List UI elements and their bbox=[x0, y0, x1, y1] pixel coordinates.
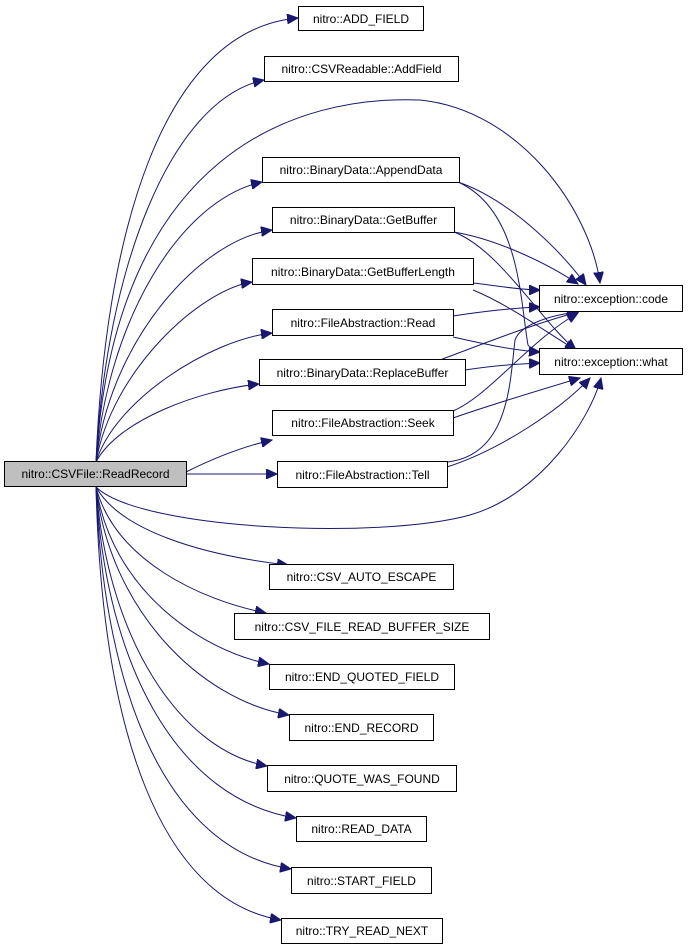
node-quote-was-found[interactable]: nitro::QUOTE_WAS_FOUND bbox=[267, 765, 457, 792]
edge-replacebuffer-to-what bbox=[464, 363, 540, 371]
node-fileabstraction-read[interactable]: nitro::FileAbstraction::Read bbox=[272, 309, 454, 336]
node-read-data[interactable]: nitro::READ_DATA bbox=[296, 816, 427, 842]
edge-read-to-code bbox=[452, 307, 540, 317]
edge-root-to-add-field bbox=[95, 18, 298, 463]
node-fileabstraction-tell[interactable]: nitro::FileAbstraction::Tell bbox=[277, 461, 448, 488]
edge-tell-to-code bbox=[446, 312, 578, 463]
node-binarydata-getbuffer[interactable]: nitro::BinaryData::GetBuffer bbox=[272, 207, 455, 233]
node-csv-auto-escape[interactable]: nitro::CSV_AUTO_ESCAPE bbox=[269, 564, 454, 590]
edge-getbufferlength-to-what bbox=[472, 289, 576, 350]
edge-root-to-fileabstraction-read bbox=[95, 333, 272, 463]
edge-root-to-exception-what-bottom bbox=[95, 378, 601, 529]
edge-appenddata-to-code bbox=[457, 181, 586, 285]
edge-root-to-exception-code-top bbox=[95, 99, 600, 463]
edge-root-to-read-data bbox=[95, 486, 296, 818]
node-csv-file-read-buffer-size[interactable]: nitro::CSV_FILE_READ_BUFFER_SIZE bbox=[234, 613, 490, 640]
node-binarydata-appenddata[interactable]: nitro::BinaryData::AppendData bbox=[262, 157, 460, 183]
node-exception-what[interactable]: nitro::exception::what bbox=[539, 348, 683, 375]
edge-root-to-csv-auto-escape bbox=[95, 486, 288, 565]
edge-root-to-start-field bbox=[95, 486, 291, 869]
node-end-quoted-field[interactable]: nitro::END_QUOTED_FIELD bbox=[269, 664, 455, 690]
edge-read-to-what bbox=[452, 336, 540, 352]
node-add-field[interactable]: nitro::ADD_FIELD bbox=[298, 6, 424, 31]
edge-root-to-replacebuffer bbox=[95, 384, 259, 463]
root-node: nitro::CSVFile::ReadRecord bbox=[4, 461, 187, 487]
edge-getbuffer-to-code bbox=[453, 231, 578, 284]
edge-root-to-fileabstraction-seek bbox=[185, 440, 272, 473]
node-binarydata-getbufferlength[interactable]: nitro::BinaryData::GetBufferLength bbox=[252, 258, 474, 285]
node-exception-code[interactable]: nitro::exception::code bbox=[539, 285, 683, 312]
edge-root-to-end-record bbox=[95, 486, 289, 715]
edge-tell-to-what bbox=[446, 378, 590, 468]
edge-root-to-csv-file-read-buffer-size bbox=[95, 486, 266, 613]
node-binarydata-replacebuffer[interactable]: nitro::BinaryData::ReplaceBuffer bbox=[259, 359, 466, 386]
edge-root-to-end-quoted-field bbox=[95, 486, 269, 664]
edge-root-to-try-read-next bbox=[95, 486, 281, 920]
node-try-read-next[interactable]: nitro::TRY_READ_NEXT bbox=[281, 918, 443, 944]
edge-root-to-appenddata bbox=[95, 182, 262, 463]
edge-root-to-getbufferlength bbox=[95, 282, 252, 463]
node-end-record[interactable]: nitro::END_RECORD bbox=[289, 714, 434, 741]
edge-appenddata-to-what bbox=[457, 181, 576, 356]
edge-root-to-csvreadable-addfield bbox=[95, 80, 264, 463]
edge-replacebuffer-to-code bbox=[439, 312, 578, 361]
node-fileabstraction-seek[interactable]: nitro::FileAbstraction::Seek bbox=[272, 410, 454, 436]
edge-seek-to-code bbox=[452, 313, 578, 412]
edge-root-to-quote-was-found bbox=[95, 486, 267, 766]
node-csvreadable-addfield[interactable]: nitro::CSVReadable::AddField bbox=[264, 56, 459, 82]
edge-root-to-getbuffer bbox=[95, 230, 272, 463]
node-start-field[interactable]: nitro::START_FIELD bbox=[291, 867, 432, 894]
edge-seek-to-what bbox=[452, 378, 580, 419]
edge-getbufferlength-to-code bbox=[472, 282, 540, 290]
edge-getbuffer-to-what bbox=[453, 231, 576, 350]
